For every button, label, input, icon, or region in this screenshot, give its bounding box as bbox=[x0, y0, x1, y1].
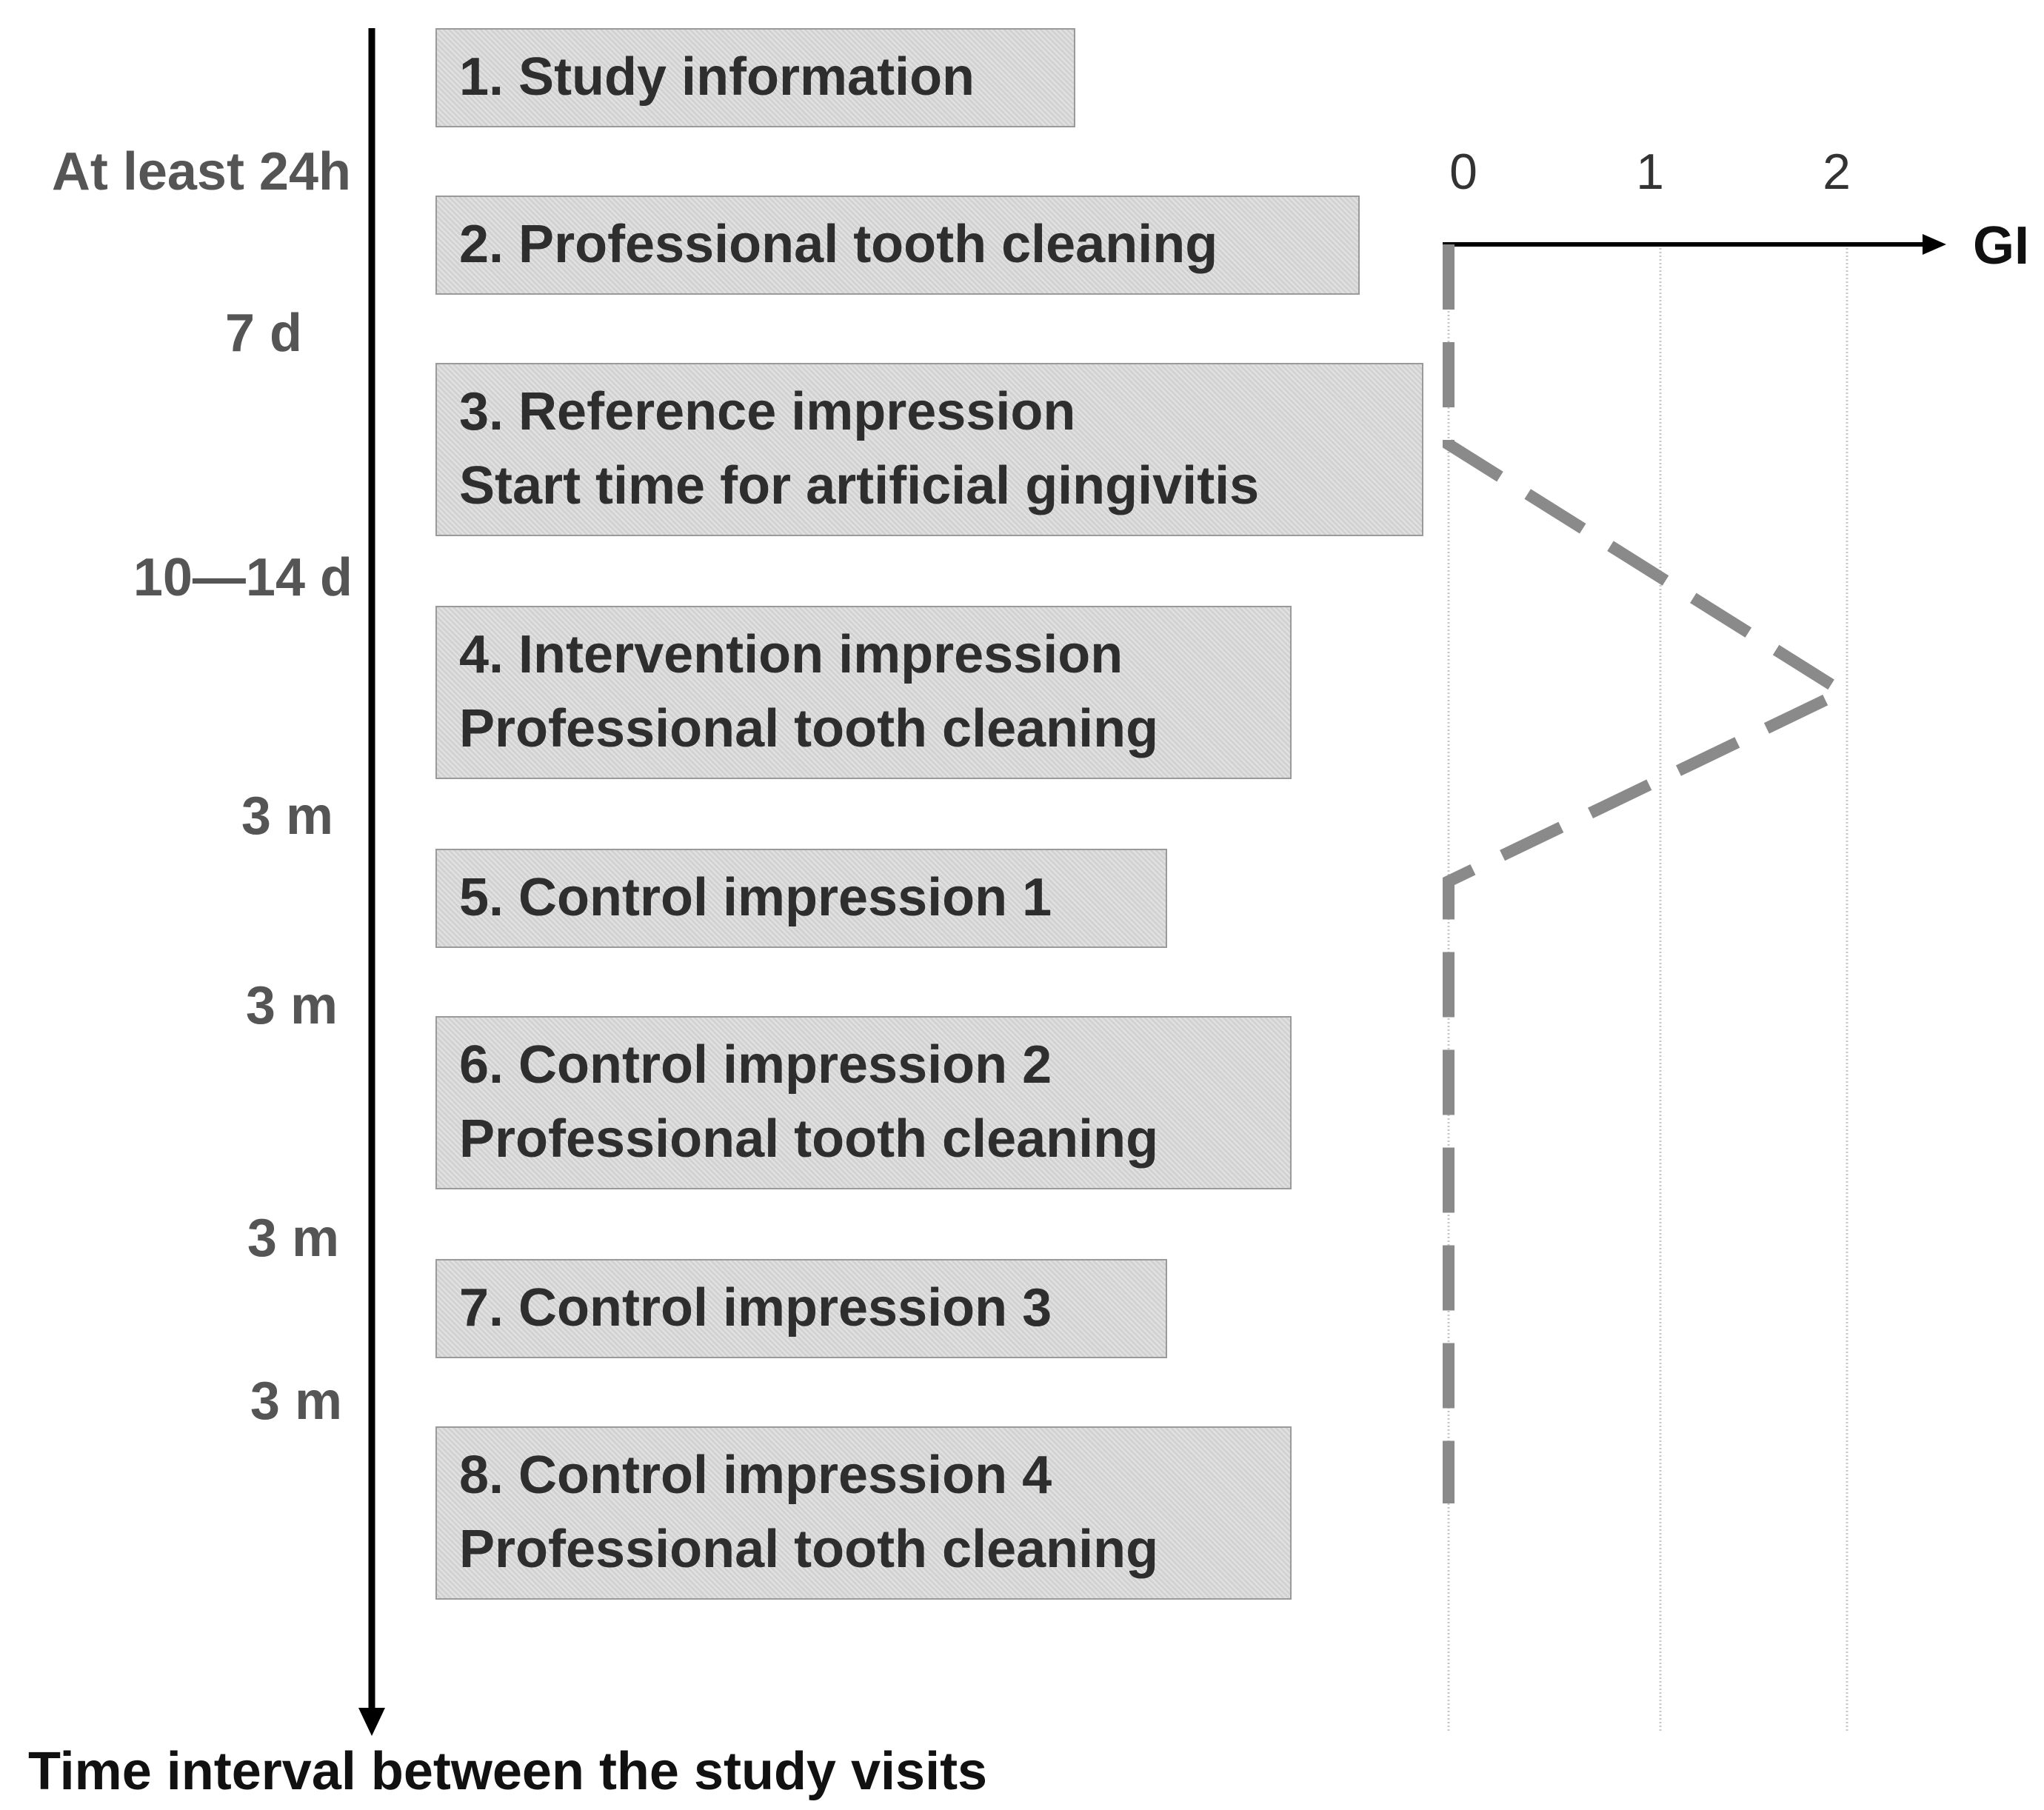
visit-2-line1: 2. Professional tooth cleaning bbox=[459, 215, 1218, 274]
visit-6-line2: Professional tooth cleaning bbox=[459, 1109, 1159, 1169]
visit-7-line1: 7. Control impression 3 bbox=[459, 1278, 1052, 1338]
visit-3-line2: Start time for artificial gingivitis bbox=[459, 456, 1260, 515]
visit-3-line1: 3. Reference impression bbox=[459, 382, 1076, 441]
interval-label-1: At least 24h bbox=[51, 142, 351, 201]
visit-box-8: 8. Control impression 4 Professional too… bbox=[435, 1426, 1292, 1600]
visit-4-line1: 4. Intervention impression bbox=[459, 625, 1123, 684]
visit-4-line2: Professional tooth cleaning bbox=[459, 699, 1159, 758]
visit-6-line1: 6. Control impression 2 bbox=[459, 1035, 1052, 1095]
visit-box-3: 3. Reference impression Start time for a… bbox=[435, 363, 1423, 536]
interval-label-7: 3 m bbox=[250, 1372, 342, 1431]
gi-tick-label-0: 0 bbox=[1449, 144, 1477, 200]
visit-box-6: 6. Control impression 2 Professional too… bbox=[435, 1016, 1292, 1189]
visit-box-7: 7. Control impression 3 bbox=[435, 1259, 1167, 1358]
visit-box-2: 2. Professional tooth cleaning bbox=[435, 196, 1360, 295]
gi-axis-label: GI bbox=[1973, 216, 2030, 275]
gi-profile-line bbox=[1443, 244, 1855, 1503]
interval-label-5: 3 m bbox=[245, 976, 338, 1035]
visit-8-line1: 8. Control impression 4 bbox=[459, 1446, 1052, 1505]
gi-gridlines bbox=[1447, 244, 1848, 1733]
interval-label-6: 3 m bbox=[247, 1209, 339, 1268]
time-axis-arrow bbox=[358, 28, 385, 1736]
visit-8-line2: Professional tooth cleaning bbox=[459, 1520, 1159, 1579]
visit-box-4: 4. Intervention impression Professional … bbox=[435, 606, 1292, 779]
gi-axis-arrow bbox=[1443, 234, 1946, 255]
visit-box-1: 1. Study information bbox=[435, 28, 1075, 127]
visit-5-line1: 5. Control impression 1 bbox=[459, 868, 1052, 927]
visit-1-line1: 1. Study information bbox=[459, 47, 975, 107]
interval-label-4: 3 m bbox=[241, 787, 333, 846]
interval-label-3: 10—14 d bbox=[133, 548, 353, 607]
visit-box-5: 5. Control impression 1 bbox=[435, 849, 1167, 948]
gi-tick-label-2: 2 bbox=[1823, 144, 1851, 200]
interval-label-2: 7 d bbox=[224, 304, 302, 363]
gi-tick-label-1: 1 bbox=[1636, 144, 1664, 200]
time-axis-label: Time interval between the study visits bbox=[28, 1742, 988, 1801]
